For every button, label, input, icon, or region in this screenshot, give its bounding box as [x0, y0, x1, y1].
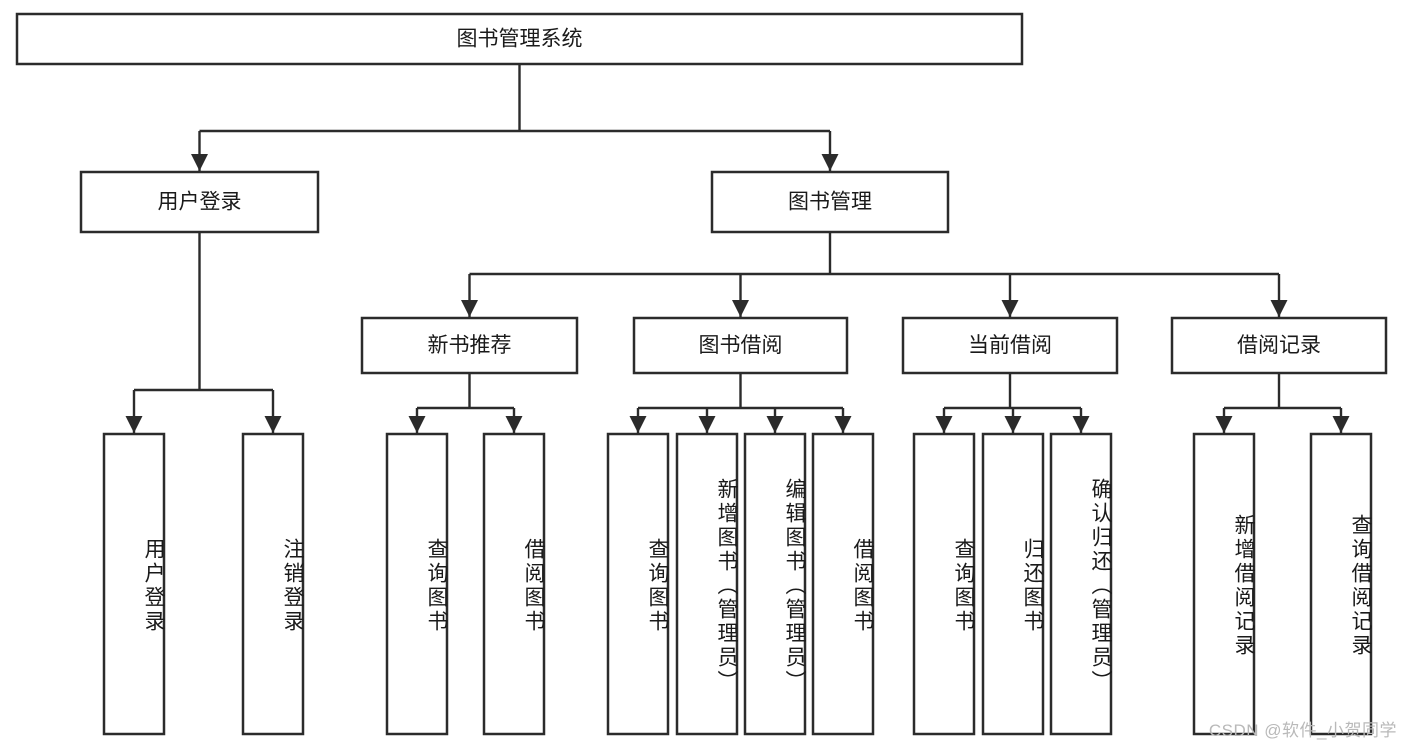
arrow-head-icon	[1001, 300, 1019, 317]
node-label-借阅记录: 借阅记录	[1237, 334, 1321, 357]
arrow-head-icon	[461, 300, 478, 317]
node-box-root-0[interactable]	[15, 12, 1024, 66]
node-box-leaf-7[interactable]	[811, 432, 875, 736]
node-box-l2-1[interactable]	[710, 170, 950, 234]
node-box-leaf-8[interactable]	[912, 432, 976, 736]
node-box-leaf-11[interactable]	[1192, 432, 1256, 736]
arrow-head-icon	[505, 416, 523, 433]
connector-lines	[125, 64, 1350, 433]
arrow-head-icon	[1004, 416, 1022, 433]
node-box-leaf-0[interactable]	[102, 432, 166, 736]
arrow-head-icon	[264, 416, 282, 433]
node-label-当前借阅: 当前借阅	[968, 334, 1052, 357]
node-box-l3-3[interactable]	[1170, 316, 1388, 375]
node-box-leaf-9[interactable]	[981, 432, 1045, 736]
node-box-leaf-4[interactable]	[606, 432, 670, 736]
arrow-head-icon	[935, 416, 953, 433]
node-label-图书管理系统: 图书管理系统	[457, 28, 583, 51]
node-label-新书推荐: 新书推荐	[428, 334, 512, 357]
arrow-head-icon	[834, 416, 852, 433]
arrow-head-icon	[629, 416, 647, 433]
node-box-l3-0[interactable]	[360, 316, 579, 375]
node-label-图书借阅: 图书借阅	[699, 334, 783, 357]
node-box-leaf-5[interactable]	[675, 432, 739, 736]
node-box-leaf-10[interactable]	[1049, 432, 1113, 736]
node-box-l3-2[interactable]	[901, 316, 1119, 375]
watermark-text: CSDN @软件_小贺同学	[1208, 721, 1397, 740]
arrow-head-icon	[766, 416, 784, 433]
node-box-leaf-6[interactable]	[743, 432, 807, 736]
arrow-head-icon	[1332, 416, 1350, 433]
arrow-head-icon	[408, 416, 426, 433]
node-boxes	[15, 12, 1388, 736]
node-box-leaf-12[interactable]	[1309, 432, 1373, 736]
arrow-head-icon	[125, 416, 143, 433]
arrow-head-icon	[1072, 416, 1090, 433]
node-box-leaf-1[interactable]	[241, 432, 305, 736]
arrow-head-icon	[1270, 300, 1288, 317]
node-box-leaf-2[interactable]	[385, 432, 449, 736]
node-box-leaf-3[interactable]	[482, 432, 546, 736]
node-box-l2-0[interactable]	[79, 170, 320, 234]
arrow-head-icon	[698, 416, 716, 433]
arrow-head-icon	[732, 300, 749, 317]
arrow-head-icon	[191, 154, 208, 171]
arrow-head-icon	[821, 154, 839, 171]
node-label-用户登录: 用户登录	[158, 191, 242, 214]
arrow-head-icon	[1215, 416, 1233, 433]
node-box-l3-1[interactable]	[632, 316, 849, 375]
node-label-图书管理: 图书管理	[788, 191, 872, 214]
